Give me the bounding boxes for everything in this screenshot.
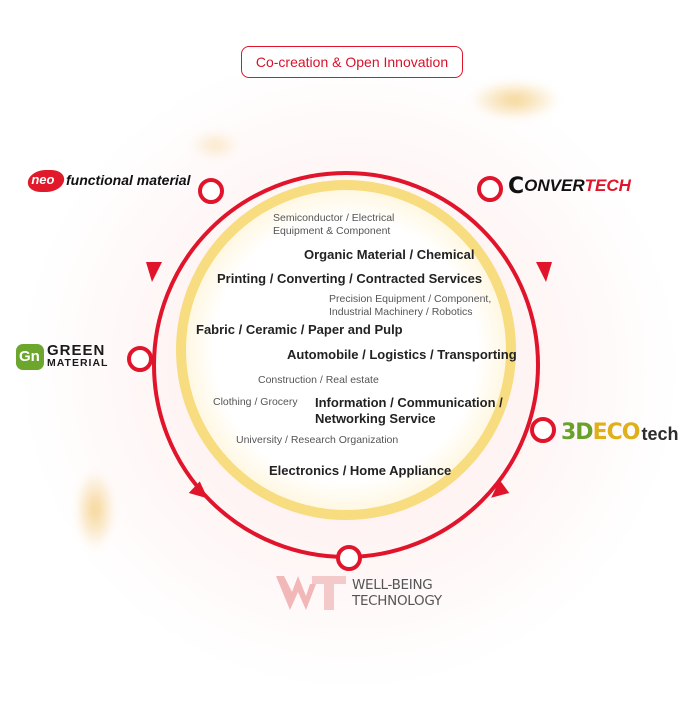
node-wellbeing (336, 545, 362, 571)
arrow-left-lower (188, 481, 208, 499)
arrow-right-lower (491, 480, 510, 498)
wellbeing-technology-logo: WELL-BEING TECHNOLOGY (276, 574, 442, 612)
title-badge: Co-creation & Open Innovation (241, 46, 463, 78)
3deco-logo-eco: ECO (592, 420, 641, 445)
industry-automobile: Automobile / Logistics / Transporting (287, 347, 517, 362)
industry-electronics: Electronics / Home Appliance (269, 463, 452, 478)
green-material-icon: Gn (16, 344, 44, 370)
industry-precision: Precision Equipment / Component, Industr… (329, 293, 492, 318)
industry-clothing: Clothing / Grocery (213, 396, 298, 408)
node-neo (198, 178, 224, 204)
gold-swoosh-top (470, 80, 560, 120)
convertech-logo: C ONVER TECH (508, 173, 631, 199)
industry-semiconductor: Semiconductor / Electrical Equipment & C… (273, 212, 395, 237)
node-green-material (127, 346, 153, 372)
gold-swoosh-left (75, 470, 115, 550)
wt-logo-icon (276, 576, 346, 610)
industry-construction: Construction / Real estate (258, 374, 379, 386)
convertech-logo-tech: TECH (584, 176, 631, 195)
node-deco (530, 417, 556, 443)
neo-logo-text: functional material (66, 172, 191, 188)
industry-information: Information / Communication / Networking… (315, 395, 503, 426)
3deco-logo-3d: 3D (561, 420, 594, 445)
industry-fabric: Fabric / Ceramic / Paper and Pulp (196, 322, 403, 337)
wt-line1: WELL-BEING (352, 577, 433, 593)
arrow-left-upper (146, 262, 162, 282)
convertech-logo-c: C (508, 173, 525, 199)
green-material-line2: MATERIAL (47, 357, 109, 369)
green-material-line1: GREEN (47, 342, 106, 359)
3deco-logo-tech: tech (641, 424, 679, 444)
industry-printing: Printing / Converting / Contracted Servi… (217, 271, 483, 286)
inner-ring (176, 180, 516, 520)
arrow-right-upper (536, 262, 552, 282)
industry-university: University / Research Organization (236, 434, 399, 446)
gold-swoosh-top-left (190, 130, 240, 160)
industry-organic: Organic Material / Chemical (304, 247, 475, 262)
wt-line2: TECHNOLOGY (352, 593, 442, 609)
convertech-logo-onver: ONVER (524, 176, 585, 195)
3deco-tech-logo: 3D ECO tech (561, 420, 678, 445)
node-convertech (477, 176, 503, 202)
green-material-logo: Gn GREEN MATERIAL (16, 342, 109, 370)
